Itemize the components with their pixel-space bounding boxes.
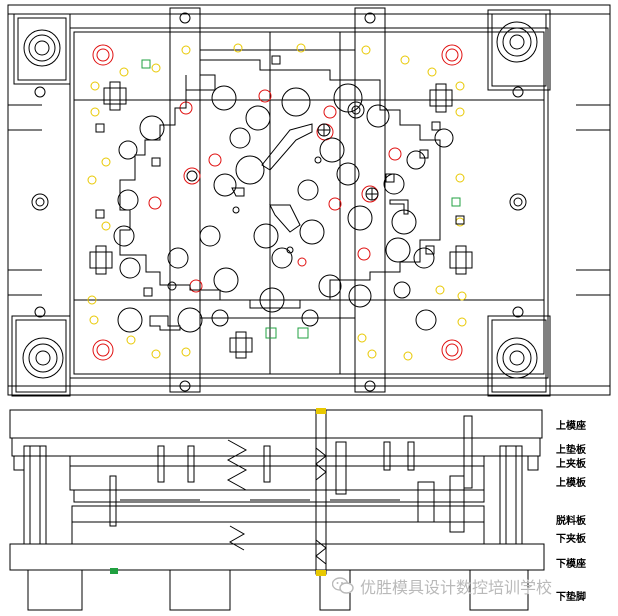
- foot-4: [469, 569, 529, 611]
- label-lower-foot: 下垫脚: [556, 592, 586, 603]
- guide-block-tl: [13, 13, 71, 85]
- foot-1: [27, 569, 83, 611]
- guide-post-br: [496, 337, 538, 379]
- wechat-icon: [332, 577, 354, 594]
- label-lower-clamp-plate: 下夹板: [556, 534, 586, 545]
- lower-die-base: [9, 543, 545, 571]
- label-stripper-plate: 脱料板: [556, 516, 586, 527]
- guide-post-tl: [23, 29, 61, 67]
- guide-post-tr: [496, 21, 538, 63]
- guide-block-tr: [487, 9, 551, 91]
- stripper-plate: [71, 505, 485, 523]
- plan-view: [7, 4, 611, 397]
- label-lower-die-base: 下模座: [556, 559, 586, 570]
- die-plate: [69, 27, 549, 379]
- watermark-text: 优胜模具设计数控培训学校: [360, 578, 553, 597]
- watermark: 优胜模具设计数控培训学校: [332, 574, 552, 598]
- lower-clamp-plate: [71, 521, 485, 545]
- label-upper-clamp-plate: 上夹板: [556, 459, 586, 470]
- strip-outline: [119, 59, 441, 309]
- upper-backing-plate: [11, 437, 541, 457]
- label-upper-backing-plate: 上垫板: [556, 445, 586, 456]
- guide-block-br: [487, 315, 551, 397]
- upper-clamp-plate: [69, 465, 485, 491]
- label-upper-die-base: 上模座: [556, 421, 586, 432]
- label-upper-stripper-plate: 上模板: [556, 478, 586, 489]
- section-view: [9, 409, 545, 611]
- guide-post-bl: [22, 337, 64, 379]
- upper-die-base: [9, 409, 543, 439]
- guide-block-bl: [11, 315, 71, 397]
- foot-2: [169, 569, 231, 611]
